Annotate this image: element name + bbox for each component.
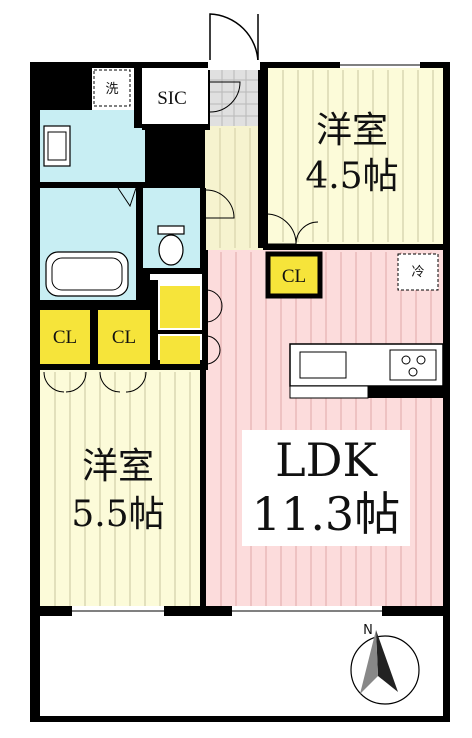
closet-3-doors	[99, 371, 147, 393]
ldk-size: 11.3帖	[252, 487, 400, 541]
sic-door	[209, 81, 241, 113]
genkan-tiles	[210, 68, 258, 126]
entrance-door	[209, 13, 259, 63]
closet-1	[265, 251, 323, 299]
washroom-door	[149, 129, 185, 165]
laundry-box	[93, 69, 131, 107]
storage-2	[160, 336, 200, 364]
ldk-door-1	[205, 289, 223, 323]
toilet	[157, 225, 185, 266]
room-b-size: 5.5帖	[71, 494, 164, 535]
floor-lines-ldk	[220, 252, 432, 606]
fridge-label: 冷	[411, 265, 424, 280]
kitchen-counter	[289, 343, 444, 399]
corridor-floor	[205, 126, 263, 250]
ldk-floor	[206, 250, 443, 608]
toilet-door	[205, 189, 235, 219]
ldk-name: LDK	[275, 433, 378, 487]
storage-1	[160, 286, 200, 328]
closet-2	[40, 310, 90, 364]
closet-2-label: CL	[53, 327, 77, 348]
bathroom-door	[117, 187, 137, 208]
western-room-a-floor	[268, 68, 443, 244]
room-a-name: 洋室	[316, 110, 388, 151]
bathtub	[45, 251, 129, 297]
fridge-box	[397, 253, 439, 291]
north-label: N	[363, 623, 373, 638]
laundry-area	[92, 68, 134, 110]
ldk-door-2	[205, 335, 221, 365]
floor-lines-b	[54, 372, 191, 606]
room-b-name: 洋室	[82, 446, 154, 487]
compass	[350, 630, 420, 705]
closet-2-doors	[43, 371, 87, 393]
closet-3	[98, 310, 150, 364]
sic-label: SIC	[157, 88, 187, 109]
western-room-b-floor	[40, 370, 202, 608]
floor-lines-corridor	[219, 128, 251, 248]
laundry-label: 洗	[105, 82, 118, 97]
closet-1-label: CL	[282, 266, 306, 287]
room-a-size: 4.5帖	[305, 156, 398, 197]
floor-lines-a	[282, 70, 434, 242]
sic-floor	[142, 68, 208, 124]
closet-3-label: CL	[112, 327, 136, 348]
room-a-door-2	[295, 221, 319, 245]
